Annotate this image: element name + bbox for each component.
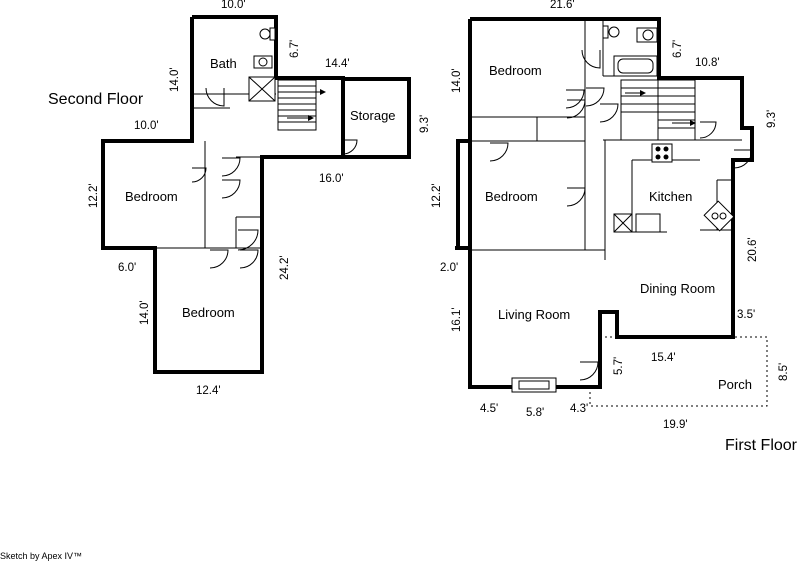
dimension-label: 6.7' — [672, 40, 684, 58]
dimension-label: 9.3' — [419, 115, 431, 133]
dimension-label: 20.6' — [747, 237, 759, 262]
dimension-label: 15.4' — [651, 352, 676, 364]
first-floor-title: First Floor — [725, 437, 798, 454]
sketch-credit: Sketch by Apex IV™ — [0, 551, 82, 561]
dimension-label: 19.9' — [663, 419, 688, 431]
door-swing-icon — [489, 49, 753, 381]
washer-dryer-icon — [613, 213, 661, 233]
room-label-bedroom: Bedroom — [485, 189, 538, 204]
room-label-storage: Storage — [350, 108, 396, 123]
room-label-bedroom: Bedroom — [182, 305, 235, 320]
room-label-dining-room: Dining Room — [640, 281, 715, 296]
dimension-label: 9.3' — [766, 110, 778, 128]
first-floor-plan — [455, 17, 768, 407]
toilet-icon — [602, 25, 620, 39]
dimension-label: 10.8' — [695, 57, 720, 69]
dimension-label: 14.0' — [139, 300, 151, 325]
sink-icon — [253, 55, 273, 69]
dimension-label: 21.6' — [550, 0, 575, 11]
second-floor-title: Second Floor — [48, 91, 144, 108]
room-label-bedroom: Bedroom — [125, 189, 178, 204]
room-label-kitchen: Kitchen — [649, 189, 692, 204]
second-floor-stairs — [277, 79, 326, 131]
dimension-label: 3.5' — [737, 309, 755, 321]
dimension-label: 8.5' — [778, 363, 790, 381]
dimension-label: 10.0' — [134, 120, 159, 132]
bathtub-icon — [613, 55, 658, 77]
dimension-label: 6.0' — [118, 262, 136, 274]
dimension-label: 10.0' — [221, 0, 246, 11]
dimension-label: 14.0' — [451, 68, 463, 93]
dimension-label: 2.0' — [440, 262, 458, 274]
fireplace-icon — [511, 377, 557, 393]
dimension-label: 5.7' — [613, 357, 625, 375]
dimension-label: 14.0' — [169, 67, 181, 92]
dimension-label: 12.4' — [196, 385, 221, 397]
dimension-label: 6.7' — [289, 40, 301, 58]
room-label-living-room: Living Room — [498, 307, 570, 322]
dimension-label: 4.5' — [480, 403, 498, 415]
second-floor-plan — [101, 15, 411, 374]
first-floor-bump-wall — [456, 139, 470, 250]
sink-icon — [636, 27, 658, 43]
stove-icon — [651, 143, 673, 163]
dimension-label: 4.3' — [570, 403, 588, 415]
toilet-icon — [259, 27, 276, 41]
dimension-label: 12.2' — [88, 183, 100, 208]
kitchen-sink-icon — [703, 200, 735, 232]
door-swing-icon — [191, 87, 358, 269]
dimension-label: 16.0' — [319, 173, 344, 185]
dimension-label: 14.4' — [325, 58, 350, 70]
dimension-label: 5.8' — [526, 407, 544, 419]
first-floor-stairs — [620, 79, 696, 141]
shower-icon — [248, 76, 276, 102]
room-label-bath: Bath — [210, 56, 237, 71]
room-label-porch: Porch — [718, 377, 752, 392]
room-label-bedroom: Bedroom — [489, 63, 542, 78]
dimension-label: 12.2' — [431, 183, 443, 208]
porch-outline — [589, 336, 768, 407]
dimension-label: 16.1' — [451, 307, 463, 332]
dimension-label: 24.2' — [279, 255, 291, 280]
